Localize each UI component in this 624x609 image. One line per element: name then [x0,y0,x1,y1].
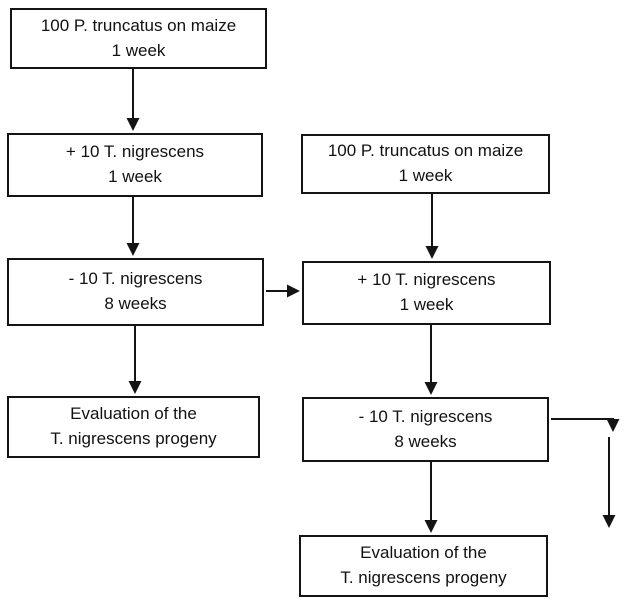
flow-box-right-1: 100 P. truncatus on maize 1 week [301,134,550,194]
flow-box-left-4: Evaluation of the T. nigrescens progeny [7,396,260,458]
flow-box-right-4-line1: Evaluation of the [360,543,487,563]
flow-box-left-2-line2: 1 week [108,167,162,186]
flow-box-left-3-line1: - 10 T. nigrescens [68,269,203,289]
flow-box-right-3-line1: - 10 T. nigrescens [358,406,493,426]
flow-box-right-3-line2: 8 weeks [394,431,457,451]
flow-box-left-1: 100 P. truncatus on maize 1 week [10,8,267,69]
flow-box-left-3-line2: 8 weeks [104,294,167,313]
flow-box-left-2: + 10 T. nigrescens 1 week [7,133,263,197]
flow-box-left-4-line2: T. nigrescens progeny [50,429,217,448]
flow-box-left-3: - 10 T. nigrescens 8 weeks [7,258,264,326]
flow-box-left-2-line1: + 10 T. nigrescens [65,142,205,162]
flow-box-right-2-line2: 1 week [399,295,454,314]
flow-box-right-2: + 10 T. nigrescens 1 week [302,261,551,325]
flow-box-left-1-line1: 100 P. truncatus on maize [40,15,237,35]
flow-box-right-4-line2: T. nigrescens progeny [340,568,507,587]
flow-box-right-3: - 10 T. nigrescens 8 weeks [302,397,549,462]
arrow-right3-elbow-out [551,418,620,432]
flow-box-left-1-line2: 1 week [111,40,166,60]
flow-box-right-1-line2: 1 week [398,166,453,185]
flow-box-left-4-line1: Evaluation of the [70,404,197,424]
flow-box-right-2-line1: + 10 T. nigrescens [357,270,496,290]
flow-box-right-4: Evaluation of the T. nigrescens progeny [299,535,548,597]
flow-box-right-1-line1: 100 P. truncatus on maize [327,141,524,161]
